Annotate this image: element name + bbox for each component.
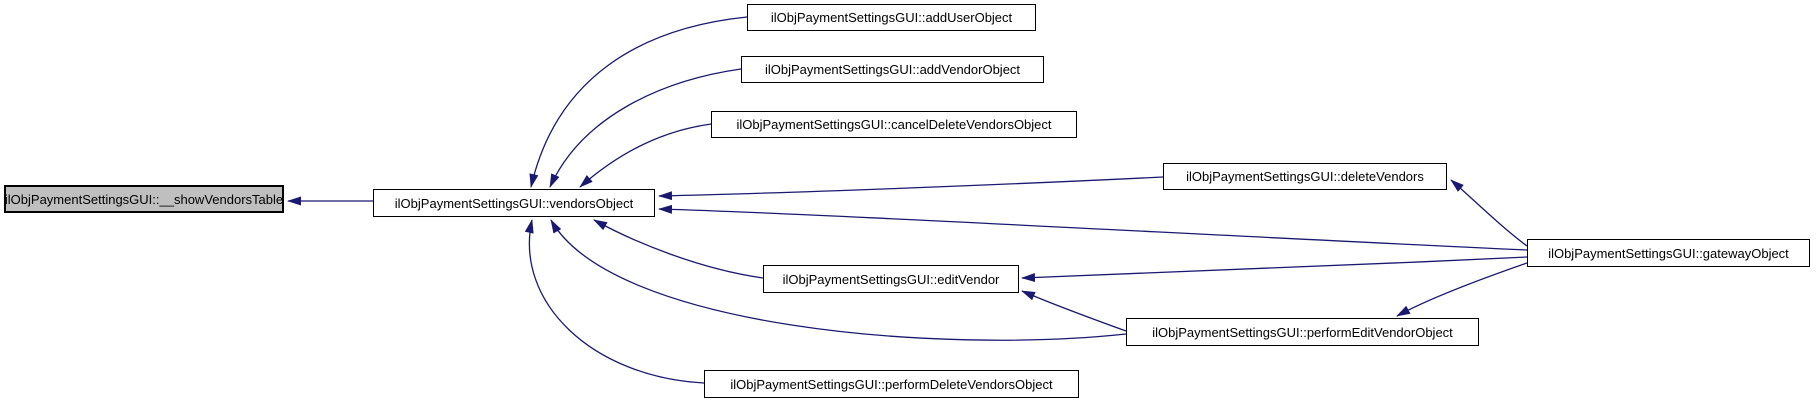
- graph-node-show_vendors_table: ilObjPaymentSettingsGUI::__showVendorsTa…: [4, 185, 284, 213]
- graph-node-cancel_delete_vendors_object[interactable]: ilObjPaymentSettingsGUI::cancelDeleteVen…: [711, 111, 1077, 138]
- edge-gateway_object-to-delete_vendors: [1450, 179, 1528, 247]
- edge-perform_edit_vendor_object-to-edit_vendor: [1021, 290, 1127, 332]
- edge-add_user_object-to-vendors_object: [529, 16, 748, 188]
- graph-node-add_vendor_object[interactable]: ilObjPaymentSettingsGUI::addVendorObject: [741, 56, 1044, 83]
- graph-node-label: ilObjPaymentSettingsGUI::__showVendorsTa…: [4, 191, 284, 207]
- edge-edit_vendor-to-vendors_object: [593, 219, 764, 279]
- edge-perform_delete_vendors_object-to-vendors_object: [524, 219, 705, 384]
- graph-node-label: ilObjPaymentSettingsGUI::gatewayObject: [1548, 245, 1789, 261]
- graph-node-add_user_object[interactable]: ilObjPaymentSettingsGUI::addUserObject: [747, 4, 1036, 31]
- graph-node-label: ilObjPaymentSettingsGUI::addVendorObject: [764, 62, 1021, 77]
- edge-perform_edit_vendor_object-to-vendors_object: [550, 219, 1127, 341]
- graph-node-label: ilObjPaymentSettingsGUI::addUserObject: [770, 10, 1013, 25]
- graph-node-label: ilObjPaymentSettingsGUI::deleteVendors: [1186, 169, 1424, 184]
- edge-add_vendor_object-to-vendors_object: [549, 68, 742, 188]
- graph-node-edit_vendor[interactable]: ilObjPaymentSettingsGUI::editVendor: [763, 265, 1019, 293]
- graph-node-perform_delete_vendors_object[interactable]: ilObjPaymentSettingsGUI::performDeleteVe…: [704, 370, 1079, 398]
- edge-delete_vendors-to-vendors_object: [658, 176, 1164, 201]
- graph-node-label: ilObjPaymentSettingsGUI::performDeleteVe…: [730, 376, 1053, 392]
- edge-gateway_object-to-edit_vendor: [1021, 256, 1528, 283]
- graph-node-label: ilObjPaymentSettingsGUI::editVendor: [782, 271, 1000, 287]
- edge-gateway_object-to-vendors_object: [658, 204, 1528, 251]
- graph-node-vendors_object[interactable]: ilObjPaymentSettingsGUI::vendorsObject: [373, 189, 655, 217]
- graph-node-label: ilObjPaymentSettingsGUI::cancelDeleteVen…: [736, 117, 1052, 132]
- graph-node-gateway_object[interactable]: ilObjPaymentSettingsGUI::gatewayObject: [1527, 239, 1810, 267]
- graph-node-label: ilObjPaymentSettingsGUI::performEditVend…: [1152, 324, 1453, 340]
- edge-cancel_delete_vendors_object-to-vendors_object: [579, 123, 712, 188]
- graph-node-perform_edit_vendor_object[interactable]: ilObjPaymentSettingsGUI::performEditVend…: [1126, 318, 1479, 346]
- edge-gateway_object-to-perform_edit_vendor_object: [1396, 262, 1528, 317]
- graph-node-label: ilObjPaymentSettingsGUI::vendorsObject: [394, 195, 634, 211]
- graph-node-delete_vendors[interactable]: ilObjPaymentSettingsGUI::deleteVendors: [1163, 163, 1447, 190]
